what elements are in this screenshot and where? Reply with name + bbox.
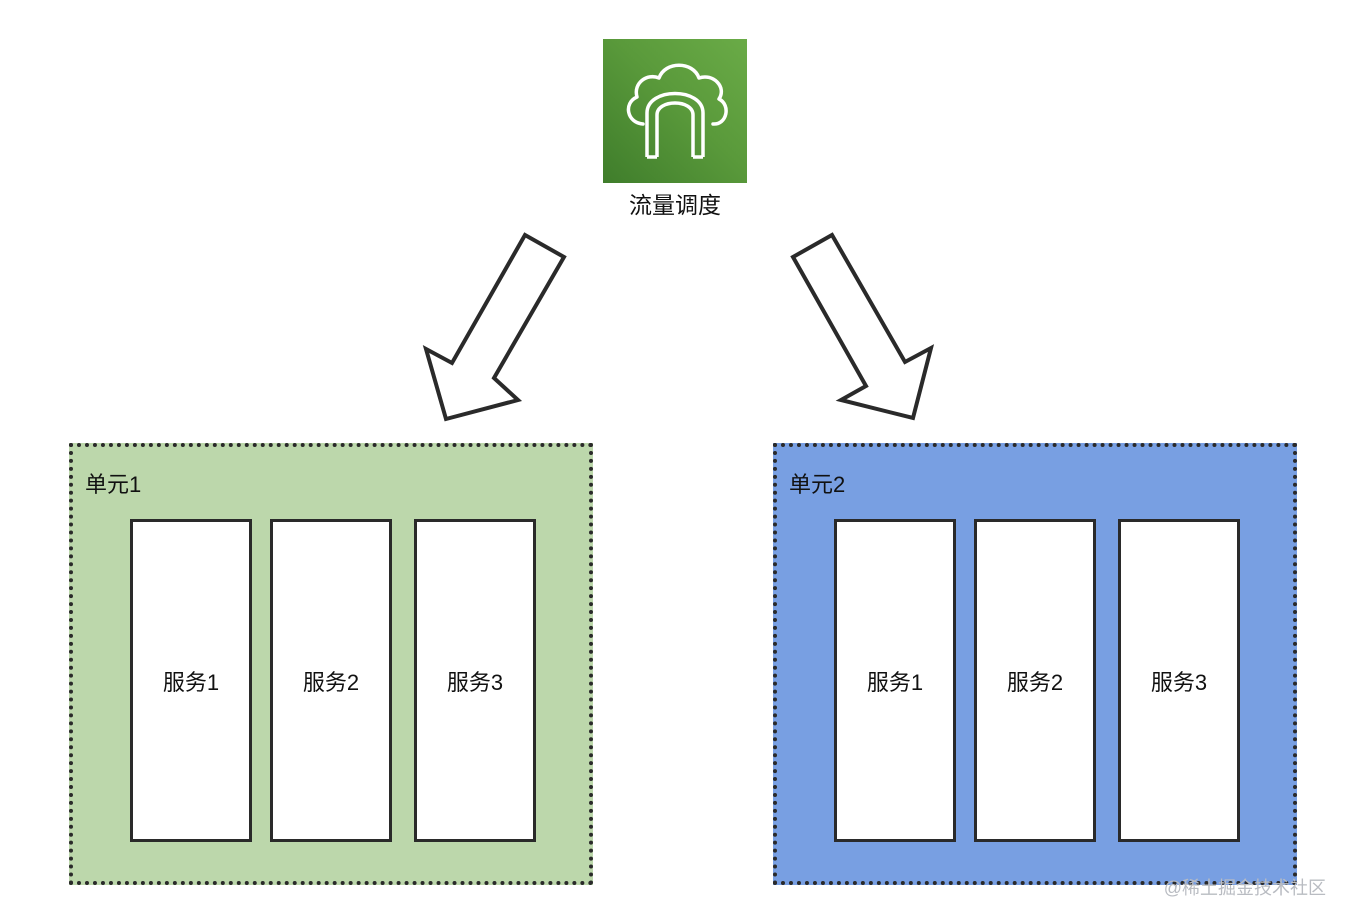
unit-1-service-1: 服务1 [130,519,252,842]
watermark: @稀土掘金技术社区 [1163,878,1326,898]
unit-1-service-3: 服务3 [414,519,536,842]
unit-2-service-1: 服务1 [834,519,956,842]
arrow-to-unit-1-icon [422,232,567,422]
traffic-scheduling-node [603,39,747,183]
arrow-to-unit-2-icon [790,232,935,421]
unit-2-service-3: 服务3 [1118,519,1240,842]
unit-2-container: 单元2 服务1 服务2 服务3 [773,443,1297,885]
unit-1-label: 单元1 [85,472,142,497]
unit-1-service-2: 服务2 [270,519,392,842]
unit-1-container: 单元1 服务1 服务2 服务3 [69,443,593,885]
unit-2-label: 单元2 [789,472,846,497]
unit-2-service-2: 服务2 [974,519,1096,842]
cloud-gateway-icon [626,63,728,159]
traffic-scheduling-label: 流量调度 [629,192,721,218]
